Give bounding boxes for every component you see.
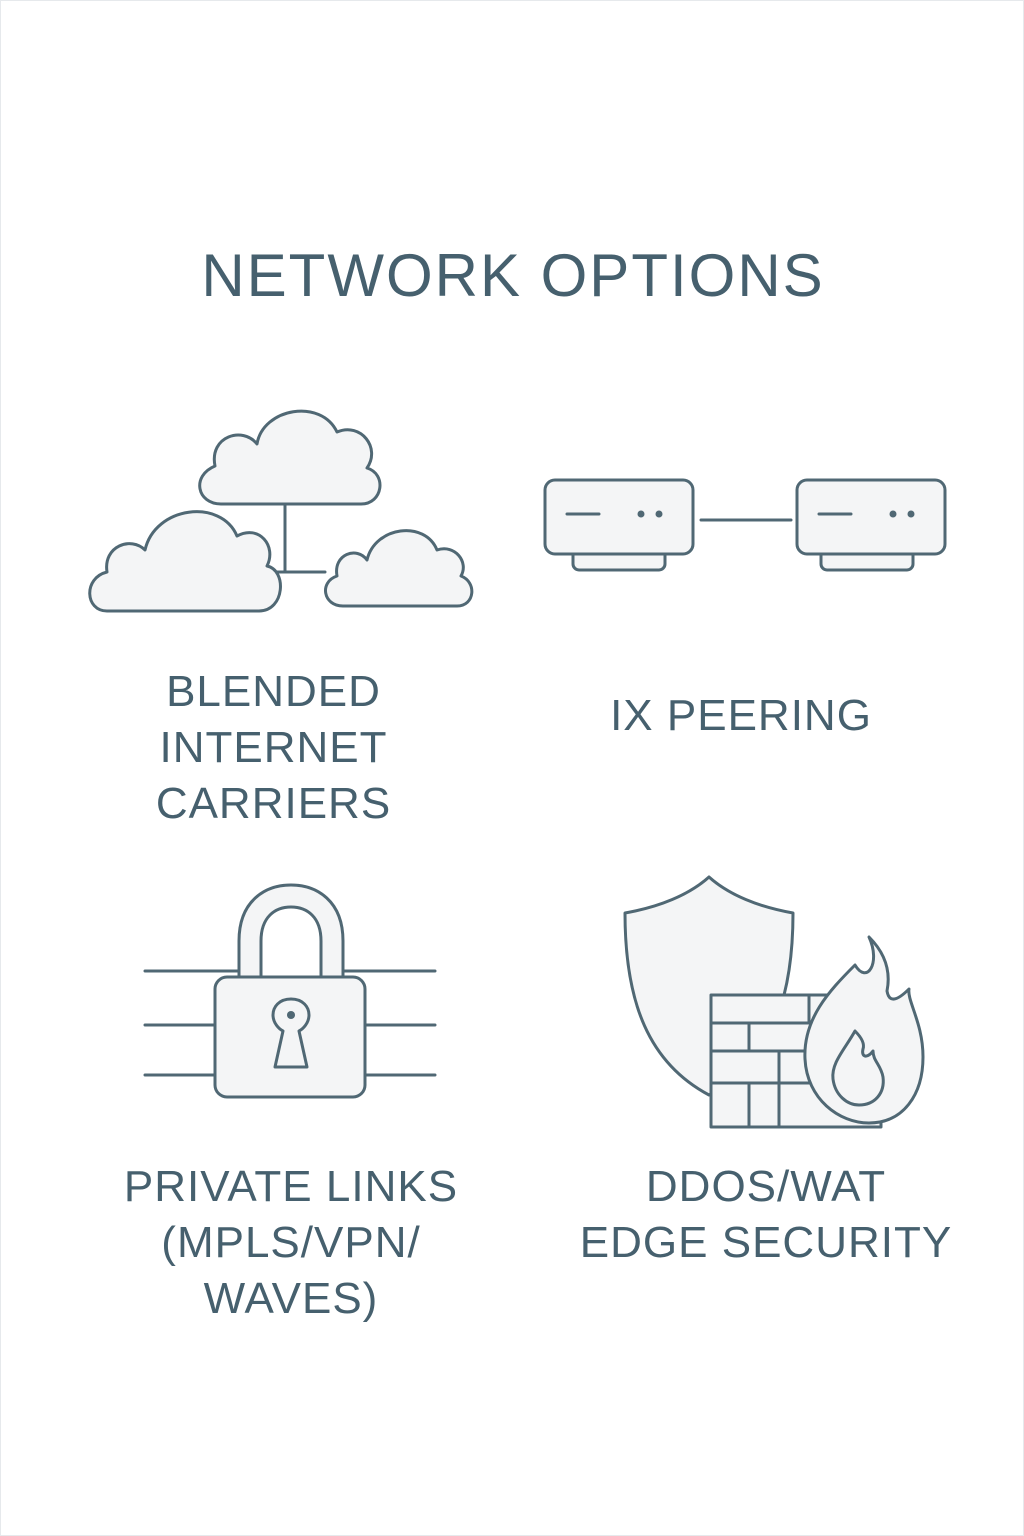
peered-routers-icon — [541, 476, 951, 576]
page-title: NETWORK OPTIONS — [201, 242, 825, 309]
item-label-private-links: PRIVATE LINKS (MPLS/VPN/ WAVES) — [123, 1162, 459, 1323]
shield-firewall-icon — [619, 873, 929, 1133]
padlock-links-icon — [141, 881, 441, 1101]
cloud-network-icon — [81, 386, 474, 621]
item-label-edge-security: DDOS/WAT EDGE SECURITY — [579, 1162, 953, 1267]
item-label-ix-peering: IX PEERING — [610, 691, 872, 740]
item-label-blended: BLENDED INTERNET CARRIERS — [155, 667, 392, 828]
